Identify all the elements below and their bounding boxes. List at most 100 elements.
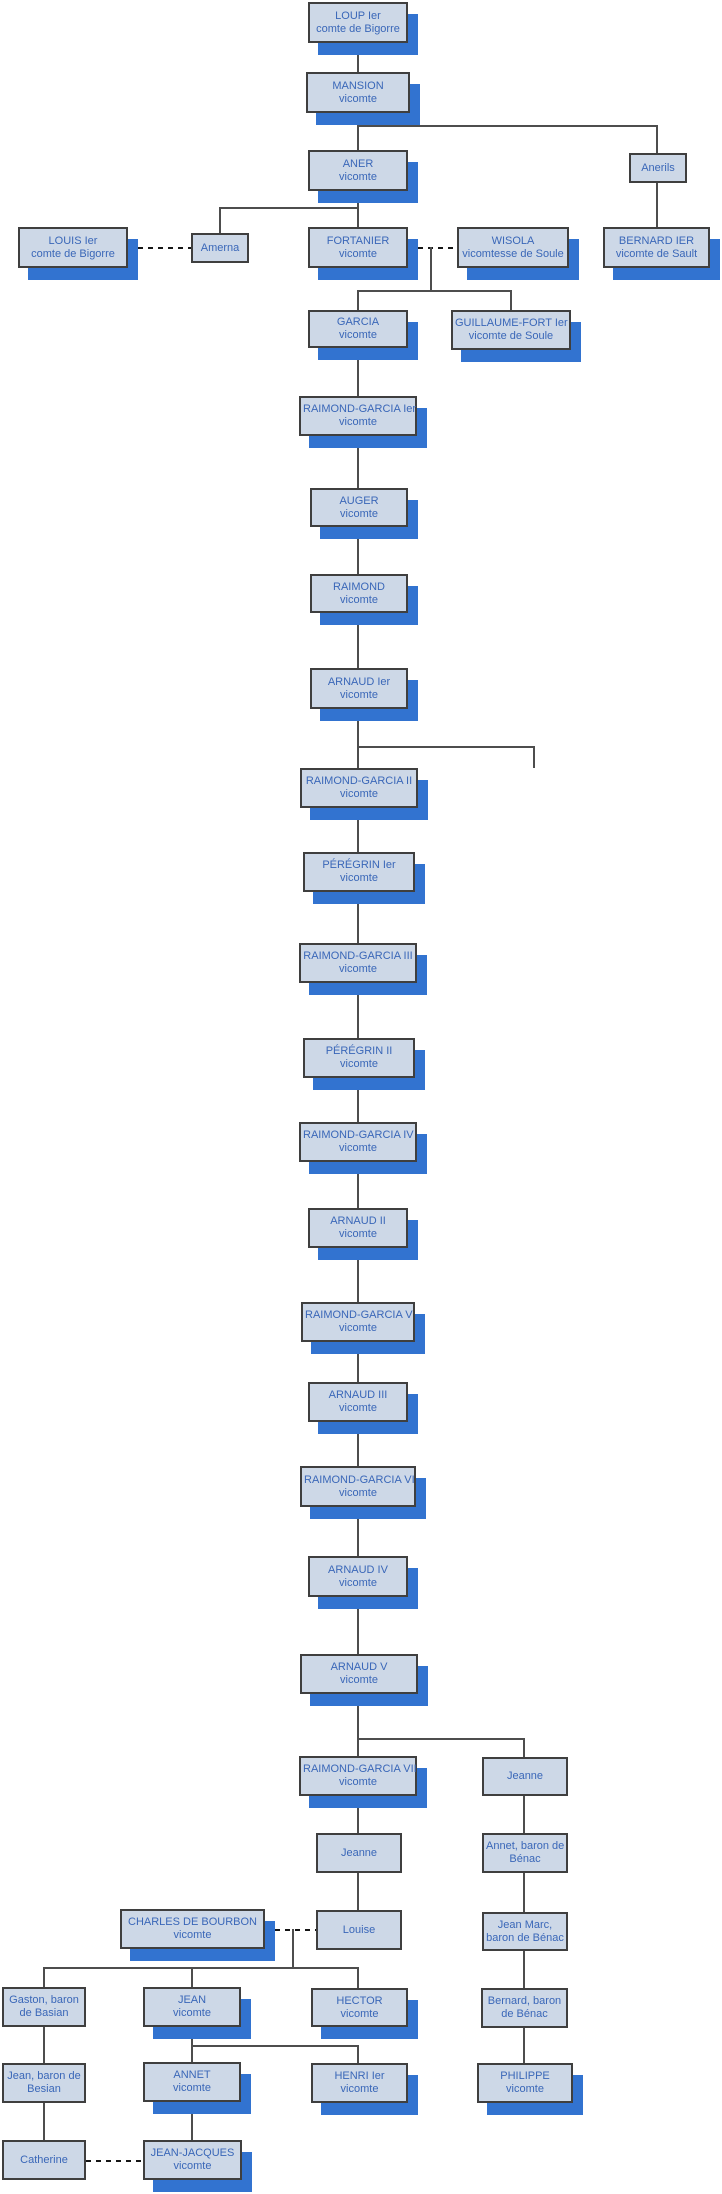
node-title-raimond-garcia-5: vicomte xyxy=(339,1322,377,1334)
node-name-peregrin-2: PÉRÉGRIN II xyxy=(325,1045,393,1057)
connector-line-rg7-jeanne xyxy=(357,1796,359,1833)
connector-line-rg6-arnaud4 xyxy=(357,1507,359,1556)
node-title-charles-de-bourbon: vicomte xyxy=(173,1929,212,1941)
connector-line-auger-raimond xyxy=(357,527,359,574)
node-name-amerna: Amerna xyxy=(200,241,240,254)
connector-line-aner-amerna-h xyxy=(219,207,357,209)
marriage-dashed-line-louis-amerna-marriage xyxy=(128,247,191,249)
node-title-arnaud-1: vicomte xyxy=(340,688,378,701)
connector-line-fortanier-wisola-descent xyxy=(430,247,432,290)
node-title-auger: vicomte xyxy=(340,507,378,520)
node-name-peregrin-1: PÉRÉGRIN Ier xyxy=(322,859,396,871)
node-title-raimond-garcia-6: vicomte xyxy=(339,1486,377,1499)
node-title-arnaud-4: vicomte xyxy=(339,1576,377,1589)
connector-line-arnaud5-rg7 xyxy=(357,1694,359,1756)
node-name-raimond-garcia-1: RAIMOND-GARCIA Ier xyxy=(303,403,417,415)
connector-line-mansion-aner xyxy=(357,113,359,150)
node-title-raimond-garcia-1: vicomte xyxy=(339,416,377,428)
node-name-loup: LOUP Ier xyxy=(335,9,381,22)
node-name-raimond-garcia-2: RAIMOND-GARCIA II xyxy=(305,775,413,787)
connector-line-children-row-h xyxy=(43,1967,358,1969)
node-name-jeanne-benac: Jeanne xyxy=(506,1770,544,1782)
node-name-jeanne: Jeanne xyxy=(340,1846,378,1859)
connector-line-arnaud1-stub-h xyxy=(357,746,535,748)
node-title-raimond-garcia-3: vicomte xyxy=(339,963,377,975)
connector-line-garcia-rg1 xyxy=(357,348,359,396)
node-title-guillaume-fort: vicomte de Soule xyxy=(468,330,554,342)
connector-line-drop-guillaume xyxy=(510,290,512,310)
tree-node-anerils: Anerils xyxy=(629,153,687,183)
connector-line-jeanneb-annetb xyxy=(523,1796,525,1833)
connector-line-jean-annet xyxy=(191,2027,193,2062)
connector-line-rg1-auger xyxy=(357,436,359,488)
connector-line-bernardb-philippe xyxy=(523,2028,525,2063)
node-title-peregrin-1: vicomte xyxy=(340,872,378,884)
node-title-raimond-garcia-7: vicomte xyxy=(339,1776,377,1788)
node-name-arnaud-2: ARNAUD II xyxy=(330,1215,386,1227)
node-name-fortanier: FORTANIER xyxy=(326,234,390,247)
connector-line-jeanmarc-bernardb xyxy=(523,1951,525,1988)
connector-line-drop-gaston xyxy=(43,1967,45,1987)
connector-line-jean-henri-h xyxy=(191,2045,358,2047)
node-title-garcia: vicomte xyxy=(339,329,377,341)
node-name-garcia: GARCIA xyxy=(336,316,380,328)
node-name-anerils: Anerils xyxy=(641,161,675,174)
tree-node-catherine: Catherine xyxy=(2,2140,86,2180)
node-name-arnaud-4: ARNAUD IV xyxy=(328,1563,388,1576)
node-title-annet: vicomte xyxy=(173,2082,211,2094)
connector-line-arnaud1-rg2 xyxy=(357,709,359,768)
tree-node-amerna: Amerna xyxy=(191,233,249,263)
node-title-bernard-benac: de Bénac xyxy=(501,2008,548,2020)
node-name-gaston-basian: Gaston, baron xyxy=(9,1994,79,2006)
connector-line-anerils-bernard xyxy=(656,183,658,227)
tree-node-jeanne: Jeanne xyxy=(316,1833,402,1873)
connector-line-rg5-arnaud3 xyxy=(357,1342,359,1382)
node-title-gaston-basian: de Basian xyxy=(19,2007,69,2019)
connector-line-peregrin1-rg3 xyxy=(357,892,359,943)
node-title-aner: vicomte xyxy=(339,170,377,183)
node-title-loup: comte de Bigorre xyxy=(316,22,400,35)
connector-line-arnaud4-arnaud5 xyxy=(357,1597,359,1654)
node-title-jean-besian: Besian xyxy=(27,2083,61,2095)
node-name-arnaud-5: ARNAUD V xyxy=(330,1661,388,1673)
connector-line-peregrin2-rg4 xyxy=(357,1078,359,1122)
connector-line-jeanne-louise xyxy=(357,1873,359,1910)
node-title-arnaud-2: vicomte xyxy=(339,1228,377,1240)
node-title-peregrin-2: vicomte xyxy=(340,1058,378,1070)
node-title-raimond-garcia-4: vicomte xyxy=(339,1142,377,1154)
connector-line-aner-amerna-v xyxy=(219,207,221,233)
marriage-dashed-line-fortanier-wisola-marriage xyxy=(408,247,457,249)
connector-line-garcia-guillaume-h xyxy=(357,290,511,292)
node-name-annet-benac: Annet, baron de xyxy=(486,1840,565,1852)
connector-line-rg4-arnaud2 xyxy=(357,1162,359,1208)
node-title-mansion: vicomte xyxy=(339,92,377,105)
node-name-jean-besian: Jean, baron de xyxy=(7,2070,81,2082)
connector-line-annet-jeanjacques xyxy=(191,2102,193,2140)
connector-line-loup-mansion xyxy=(357,43,359,72)
node-name-raimond-garcia-3: RAIMOND-GARCIA III xyxy=(303,950,413,962)
node-title-wisola: vicomtesse de Soule xyxy=(462,247,564,260)
connector-line-aner-fortanier xyxy=(357,191,359,227)
node-name-louis: LOUIS Ier xyxy=(48,234,98,247)
node-name-bernard-ier: BERNARD IER xyxy=(618,234,695,247)
node-title-raimond-garcia-2: vicomte xyxy=(340,788,378,800)
